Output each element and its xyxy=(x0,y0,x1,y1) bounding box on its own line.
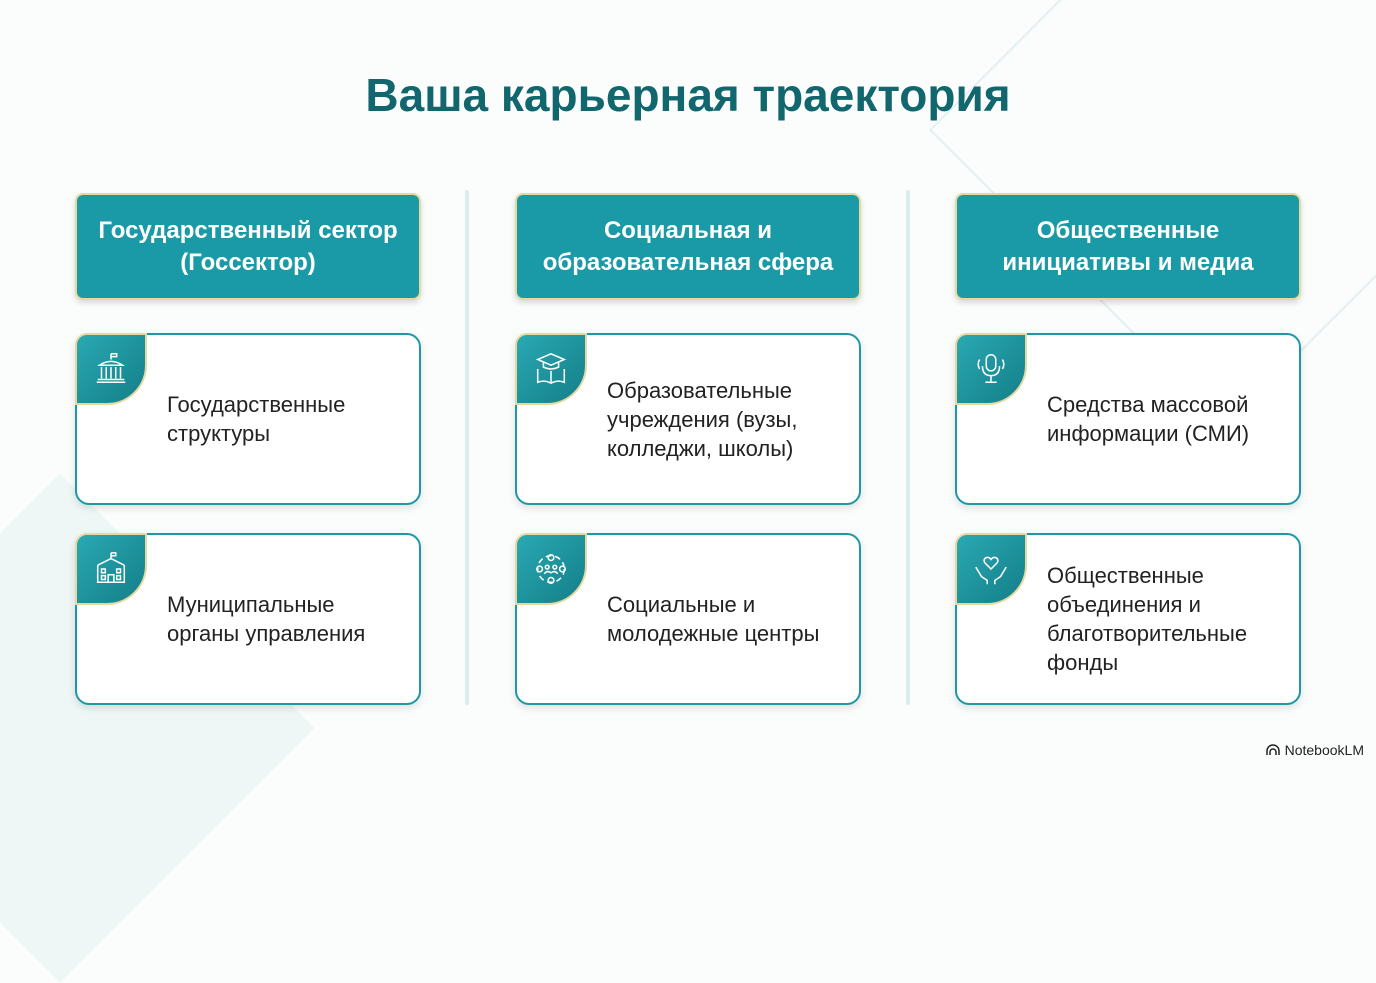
career-card: Общественные объединения и благотворител… xyxy=(955,533,1301,705)
career-card: Образовательные учреждения (вузы, коллед… xyxy=(515,333,861,505)
column-header: Социальная и образовательная сфера xyxy=(515,193,861,300)
card-text: Государственные структуры xyxy=(167,392,346,446)
graduation-book-icon xyxy=(515,333,587,405)
card-text: Общественные объединения и благотворител… xyxy=(1047,563,1248,675)
column-divider xyxy=(906,190,910,705)
column-social-education: Социальная и образовательная сфера Образ… xyxy=(515,193,861,705)
career-card: Средства массовой информации (СМИ) xyxy=(955,333,1301,505)
column-divider xyxy=(465,190,469,705)
card-text: Муниципальные органы управления xyxy=(167,592,366,646)
notebooklm-watermark: NotebookLM xyxy=(1265,742,1364,758)
watermark-text: NotebookLM xyxy=(1284,742,1364,758)
column-header: Государственный сектор (Госсектор) xyxy=(75,193,421,300)
column-public-initiatives-media: Общественные инициативы и медиа Средства… xyxy=(955,193,1301,705)
municipal-building-icon xyxy=(75,533,147,605)
card-text: Средства массовой информации (СМИ) xyxy=(1047,392,1250,446)
government-building-icon xyxy=(75,333,147,405)
community-people-icon xyxy=(515,533,587,605)
slide-title: Ваша карьерная траектория xyxy=(365,69,1011,121)
microphone-icon xyxy=(955,333,1027,405)
column-public-sector: Государственный сектор (Госсектор) Госуд… xyxy=(75,193,421,705)
column-header: Общественные инициативы и медиа xyxy=(955,193,1301,300)
card-text: Образовательные учреждения (вузы, коллед… xyxy=(607,377,798,461)
career-card: Муниципальные органы управления xyxy=(75,533,421,705)
career-card: Социальные и молодежные центры xyxy=(515,533,861,705)
card-text: Социальные и молодежные центры xyxy=(607,592,820,646)
heart-hands-icon xyxy=(955,533,1027,605)
career-card: Государственные структуры xyxy=(75,333,421,505)
notebooklm-logo-icon xyxy=(1265,744,1280,755)
